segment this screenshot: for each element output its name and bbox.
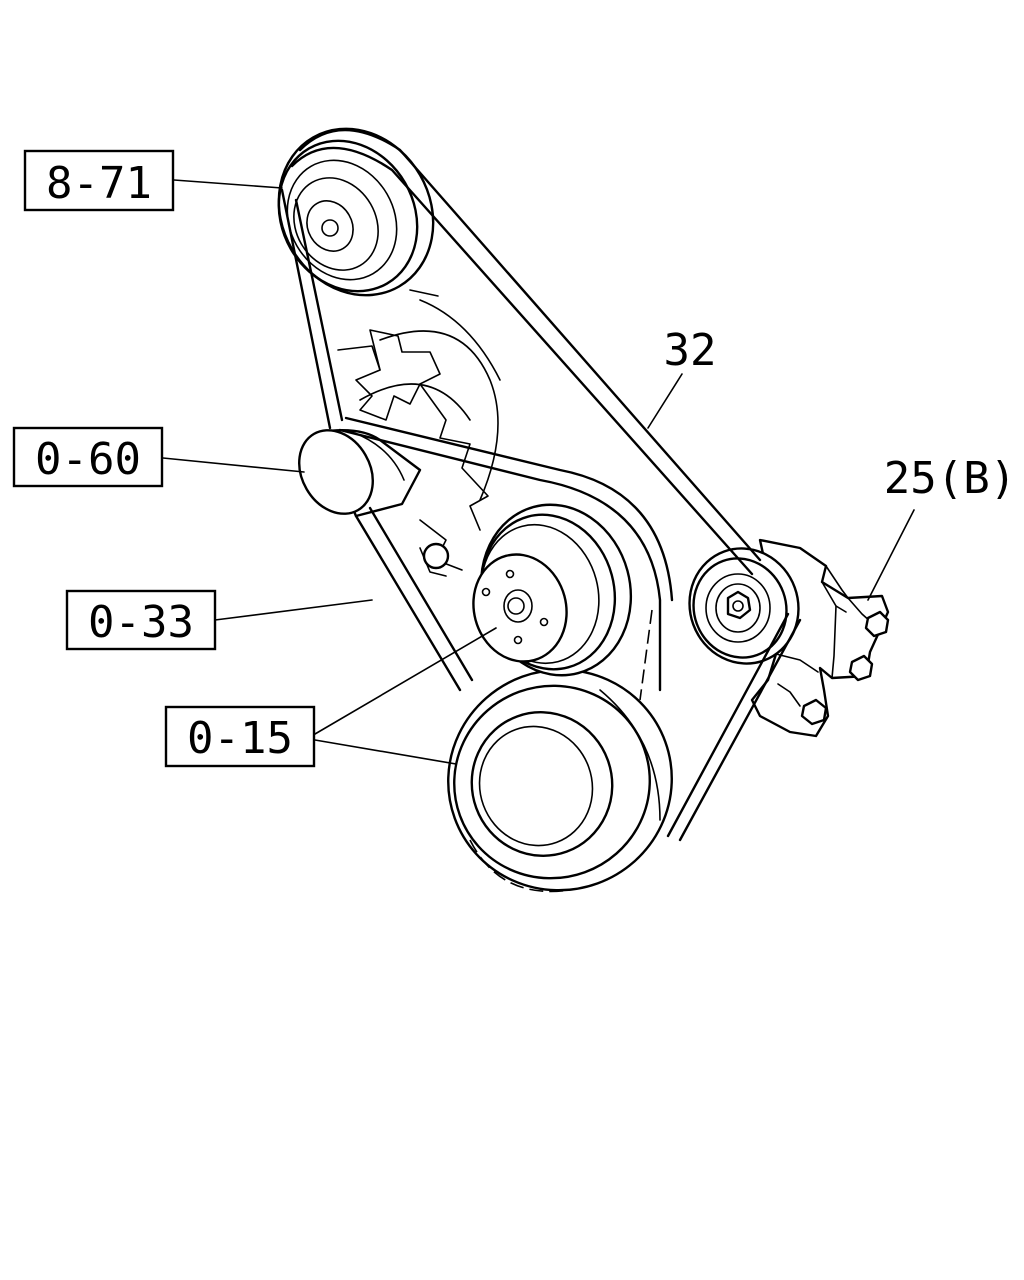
crankshaft-pulley <box>447 668 673 893</box>
tensioner-pulley <box>688 547 800 665</box>
callout-8-71: 8-71 <box>23 149 175 212</box>
callout-0-33: 0-33 <box>65 589 217 651</box>
label-32: 32 <box>664 325 717 376</box>
svg-text:0-15: 0-15 <box>187 713 293 764</box>
svg-text:0-60: 0-60 <box>35 434 141 485</box>
gear <box>337 289 501 577</box>
idler-pulley-left <box>298 429 422 518</box>
callout-0-60: 0-60 <box>12 426 164 488</box>
gear-stud <box>419 542 450 577</box>
label-25b: 25(B) <box>884 453 1016 504</box>
callout-0-15: 0-15 <box>164 705 316 768</box>
leader-lines <box>162 179 915 765</box>
drive-belt-long <box>280 128 802 842</box>
svg-text:8-71: 8-71 <box>46 158 152 209</box>
top-pulley <box>277 127 435 297</box>
water-pump-pulley <box>472 503 633 677</box>
bracket-bolt-3 <box>800 698 828 726</box>
bracket-bolt-2 <box>848 654 874 682</box>
bracket-bolt-1 <box>864 610 890 638</box>
svg-text:0-33: 0-33 <box>88 597 194 648</box>
